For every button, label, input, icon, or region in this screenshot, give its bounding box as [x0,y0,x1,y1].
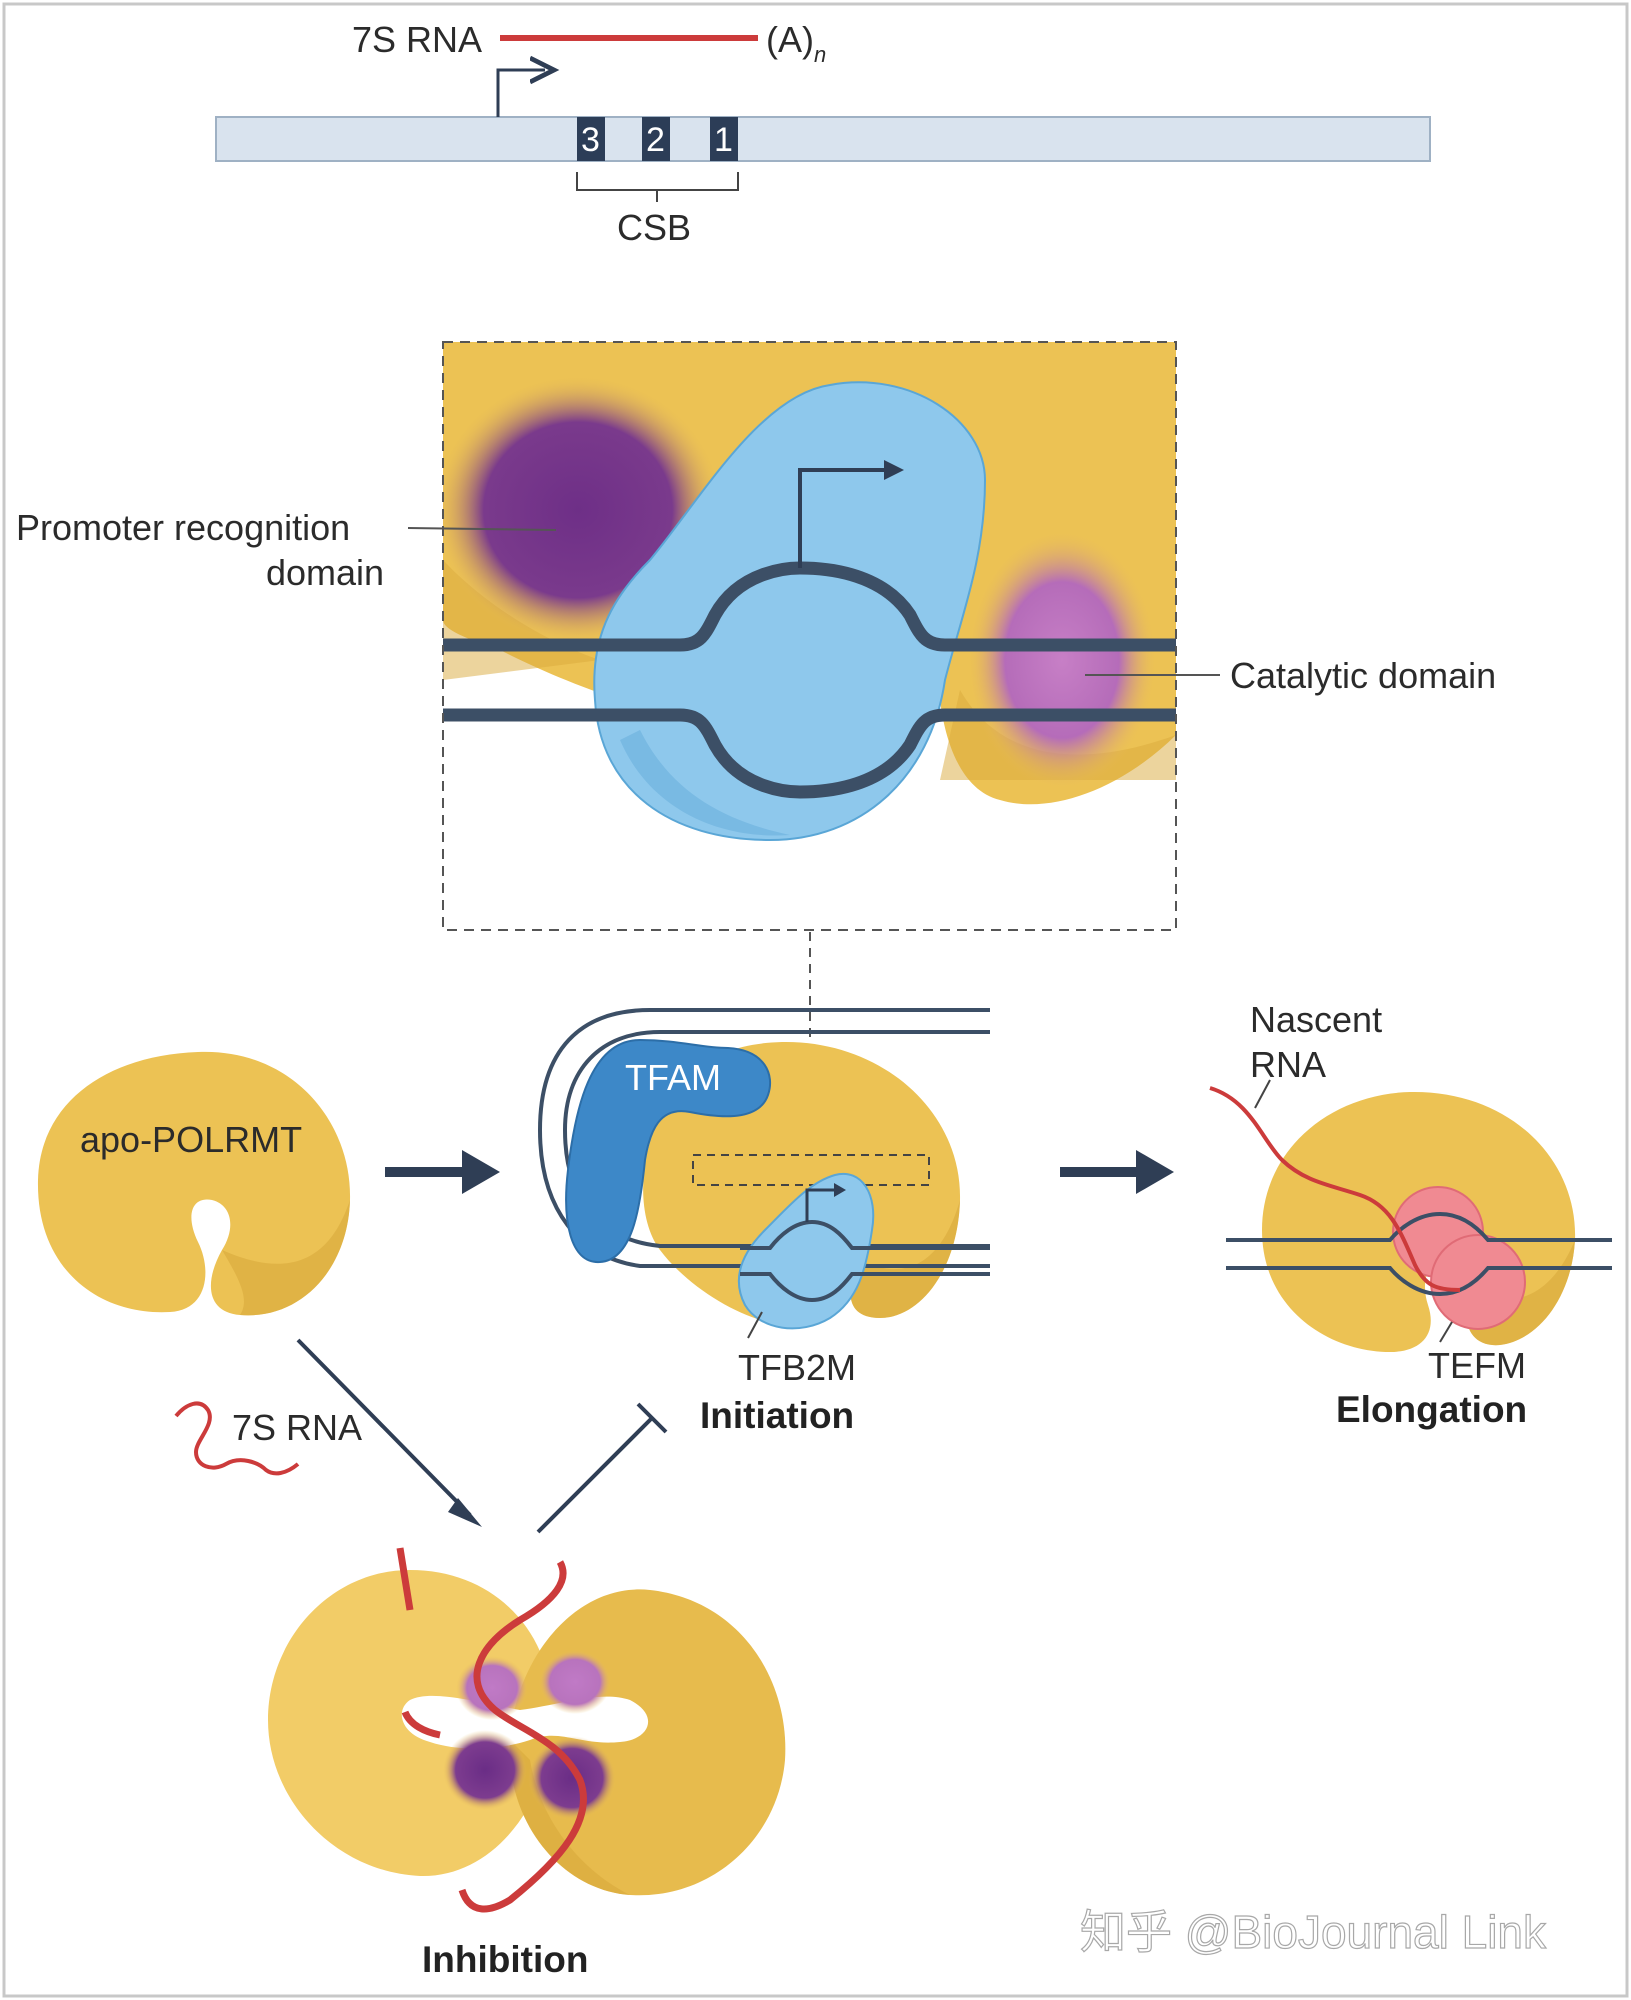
nascent-label-line2: RNA [1250,1044,1326,1085]
initiation-complex: TFAM TFB2M Initiation [537,1008,990,1436]
initiation-zoom-box [692,1154,930,1186]
tfb2m-zoom-shade [620,730,790,836]
elongation-dna [1226,1211,1612,1297]
dimer-pink-right [539,1650,611,1714]
elongation-complex: Nascent RNA TEFM Elongation [1209,999,1612,1430]
zoom-panel: Promoter recognition domain Catalytic do… [16,341,1496,1150]
csb-box-3: 3 [577,117,605,161]
inhibition-rna-label: 7S RNA [232,1407,362,1448]
zoom-arrowhead [884,460,904,480]
promoter-arrow [496,70,545,117]
svg-text:3: 3 [581,121,600,159]
dimer-purple-right [528,1736,616,1820]
apo-label: apo-POLRMT [80,1119,302,1160]
dimer-purple-left [443,1730,527,1810]
tefm-label: TEFM [1428,1345,1526,1386]
elongation-title: Elongation [1336,1389,1527,1430]
promoter-label-line1: Promoter recognition [16,507,350,548]
tfb2m-zoom [593,381,987,842]
csb-label: CSB [617,207,691,248]
initiation-arrowhead [834,1183,846,1197]
nascent-label-line1: Nascent [1250,999,1382,1040]
tfb2m-leader [747,1311,763,1339]
tfb2m-label: TFB2M [738,1347,856,1388]
tfam-label: TFAM [625,1057,721,1098]
promoter-leader-line [407,527,557,531]
arrow-to-initiation [385,1150,500,1194]
apo-polrmt-body [37,1051,351,1316]
inhibition-path: 7S RNA [174,1338,668,1534]
inhibition-blunt-line [536,1416,654,1534]
csb-box-2: 2 [642,117,670,161]
arrow-to-inhibition-head [448,1498,482,1527]
initiation-polrmt-shade [850,1200,960,1318]
nascent-rna [1209,1086,1461,1292]
arrow-to-elongation [1060,1150,1174,1194]
dna-bottom-strand [443,708,1176,799]
inhibition-title: Inhibition [422,1939,588,1980]
zoom-transcription-arrow [798,468,890,568]
promoter-label-line2: domain [266,552,384,593]
zoom-dashed-frame [442,341,1177,931]
apo-polrmt-shade [222,1200,350,1316]
dna-strip [215,116,1431,162]
csb-box-1: 1 [710,117,738,161]
free-7s-rna [174,1401,300,1476]
rna-label-top: 7S RNA [352,19,482,60]
gene-diagram: 7S RNA (A)n 3 2 1 CSB [215,19,1431,248]
watermark: 知乎 @BioJournal Link [1080,1906,1547,1958]
bound-7s-rna [396,1547,587,1913]
inhibition-blunt-bar [636,1402,668,1434]
tefm-leader [1439,1321,1453,1343]
nascent-leader [1254,1079,1271,1109]
tfam [565,1038,772,1264]
inhibition-dimer: Inhibition [268,1547,786,1980]
svg-text:1: 1 [714,121,733,159]
initiation-promoter-arrow [805,1188,838,1222]
initiation-title: Initiation [700,1395,854,1436]
tefm-bottom [1430,1234,1526,1330]
catalytic-domain [967,530,1157,790]
polya-label: (A)n [766,19,826,67]
svg-text:2: 2 [646,121,665,159]
arrow-to-inhibition [296,1338,472,1517]
initiation-bubble [740,1219,990,1303]
catalytic-label: Catalytic domain [1230,655,1496,696]
apo-polrmt: apo-POLRMT [37,1051,351,1316]
csb-bracket [576,172,739,202]
